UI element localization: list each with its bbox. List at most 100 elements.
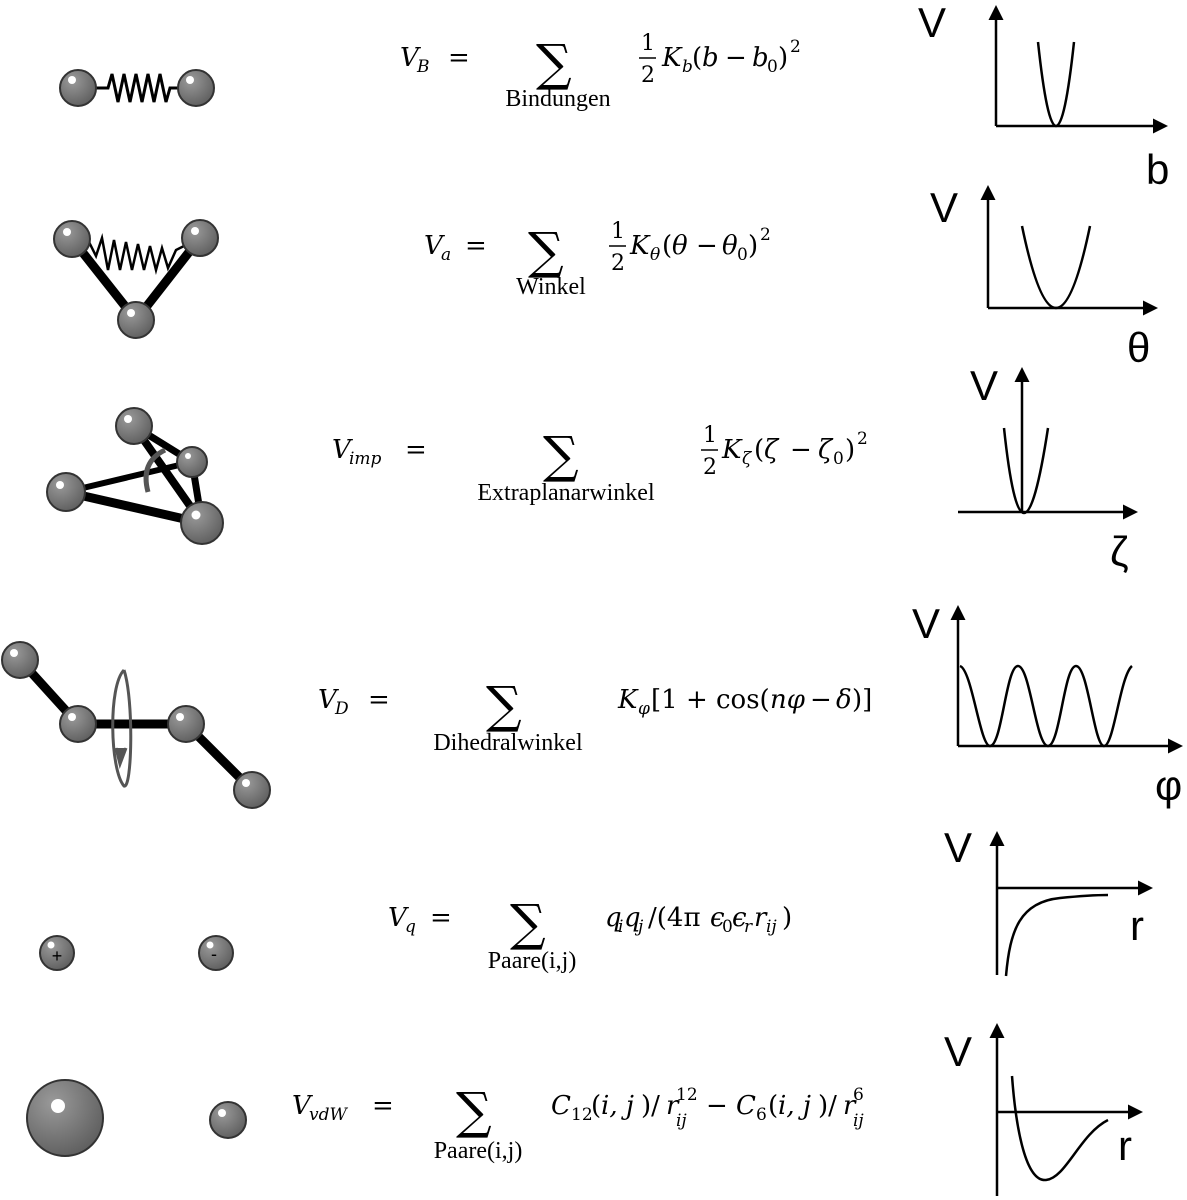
svg-text:)/: )/ — [641, 1091, 660, 1121]
atom — [176, 446, 208, 478]
svg-text:(: ( — [662, 231, 672, 261]
atom — [59, 705, 97, 743]
bond-molecule-icon — [59, 69, 215, 107]
bond-stretch-row: V B = ∑ Bindungen 1 2 K b ( b − b 0 ) 2 … — [59, 0, 1169, 193]
atom — [117, 301, 155, 339]
svg-text:ij: ij — [676, 1111, 687, 1131]
x-axis-label-r: r — [1130, 902, 1144, 949]
svg-text:nφ: nφ — [770, 685, 806, 715]
lennard-jones-curve — [1010, 1075, 1109, 1182]
dihedral-potential-graph: V φ — [912, 600, 1183, 809]
improper-potential-curve — [1002, 427, 1050, 515]
svg-text:2: 2 — [760, 225, 771, 245]
v-axis-label: V — [944, 824, 972, 871]
atom — [53, 220, 91, 258]
x-axis-label-b: b — [1146, 146, 1169, 193]
sum-label-extraplanarwinkel: Extraplanarwinkel — [477, 480, 655, 506]
svg-text:vdW: vdW — [309, 1105, 348, 1125]
dihedral-formula: V D = ∑ Dihedralwinkel K φ [1 + cos( nφ … — [318, 676, 872, 756]
svg-text:−: − — [790, 435, 812, 465]
sum-label-paare-2: Paare(i,j) — [434, 1138, 523, 1164]
svg-text:ϵ: ϵ — [732, 903, 747, 933]
svg-text:)]: )] — [852, 685, 872, 715]
coulomb-potential-curve — [1004, 893, 1109, 977]
coulomb-charges-icon: + - — [39, 935, 234, 971]
svg-text:∑: ∑ — [456, 1082, 492, 1140]
svg-text:): ) — [782, 903, 792, 933]
svg-text:−: − — [696, 231, 718, 261]
dihedral-potential-curve — [959, 664, 1133, 748]
svg-text:K: K — [617, 685, 639, 715]
svg-text:V: V — [318, 685, 339, 715]
svg-text:2: 2 — [790, 37, 801, 57]
svg-text:r: r — [843, 1091, 857, 1121]
bond-potential-graph: V b — [918, 0, 1169, 193]
svg-text:=: = — [405, 435, 427, 465]
v-axis-label: V — [912, 600, 940, 647]
svg-text:a: a — [441, 245, 451, 265]
svg-text:2: 2 — [611, 251, 625, 276]
angle-formula: V a = ∑ Winkel 1 2 K θ ( θ − θ 0 ) 2 — [424, 219, 771, 300]
svg-text:(: ( — [591, 1091, 601, 1121]
svg-text:r: r — [666, 1091, 680, 1121]
improper-potential-graph: V ζ — [958, 362, 1138, 575]
svg-text:θ: θ — [650, 245, 660, 265]
svg-text:−: − — [810, 685, 832, 715]
v-axis-label: V — [930, 184, 958, 231]
v-axis-label: V — [944, 1028, 972, 1075]
svg-text:D: D — [334, 699, 349, 719]
svg-text:ζ: ζ — [818, 435, 834, 465]
svg-text:∑: ∑ — [510, 894, 546, 952]
svg-text:φ: φ — [638, 699, 650, 719]
svg-text:V: V — [400, 43, 421, 73]
atom — [115, 407, 153, 445]
dihedral-row: V D = ∑ Dihedralwinkel K φ [1 + cos( nφ … — [1, 600, 1183, 809]
svg-text:∑: ∑ — [543, 426, 579, 484]
sum-label-winkel: Winkel — [516, 274, 586, 300]
atom — [181, 219, 219, 257]
bond-formula: V B = ∑ Bindungen 1 2 K b ( b − b 0 ) 2 — [400, 31, 801, 112]
svg-text:b: b — [702, 43, 719, 73]
vdw-row: V vdW = ∑ Paare(i,j) C 12 ( i, j )/ r 12… — [26, 1023, 1143, 1196]
bond-potential-curve — [1036, 41, 1076, 128]
sum-label-dihedralwinkel: Dihedralwinkel — [433, 730, 583, 756]
svg-text:θ: θ — [672, 231, 688, 261]
angle-potential-curve — [1020, 225, 1092, 310]
svg-text:K: K — [661, 43, 683, 73]
atom — [180, 501, 224, 545]
svg-text:K: K — [629, 231, 651, 261]
improper-row: V imp = ∑ Extraplanarwinkel 1 2 K ζ ( ζ … — [46, 362, 1138, 575]
svg-text:B: B — [416, 57, 430, 77]
atom — [46, 472, 86, 512]
improper-molecule-icon — [46, 407, 224, 545]
positive-charge-sign: + — [52, 946, 63, 966]
svg-text:q: q — [605, 903, 622, 933]
x-axis-label-zeta: ζ — [1110, 528, 1129, 575]
svg-text:ϵ: ϵ — [710, 903, 725, 933]
svg-text:12: 12 — [676, 1085, 698, 1105]
svg-text:): ) — [845, 435, 855, 465]
coulomb-potential-graph: V r — [944, 824, 1153, 977]
svg-text:K: K — [721, 435, 743, 465]
svg-text:(: ( — [692, 43, 702, 73]
svg-text:q: q — [405, 917, 416, 937]
svg-text:): ) — [748, 231, 758, 261]
svg-text:=: = — [448, 43, 470, 73]
svg-text:i, j: i, j — [601, 1091, 634, 1121]
svg-text:2: 2 — [641, 63, 655, 88]
svg-text:−: − — [706, 1091, 728, 1121]
svg-text:ij: ij — [766, 917, 777, 937]
negative-charge-sign: - — [211, 944, 217, 964]
x-axis-label-r: r — [1118, 1122, 1132, 1169]
svg-text:/(4π: /(4π — [648, 903, 701, 933]
svg-text:ij: ij — [853, 1111, 864, 1131]
svg-text:∑: ∑ — [536, 34, 572, 92]
vdw-formula: V vdW = ∑ Paare(i,j) C 12 ( i, j )/ r 12… — [292, 1082, 864, 1164]
svg-text:b: b — [752, 43, 769, 73]
svg-text:(: ( — [754, 435, 764, 465]
angle-bend-row: V a = ∑ Winkel 1 2 K θ ( θ − θ 0 ) 2 V θ — [53, 184, 1158, 371]
svg-text:V: V — [388, 903, 409, 933]
svg-text:ζ: ζ — [764, 435, 780, 465]
svg-text:1: 1 — [641, 31, 655, 56]
